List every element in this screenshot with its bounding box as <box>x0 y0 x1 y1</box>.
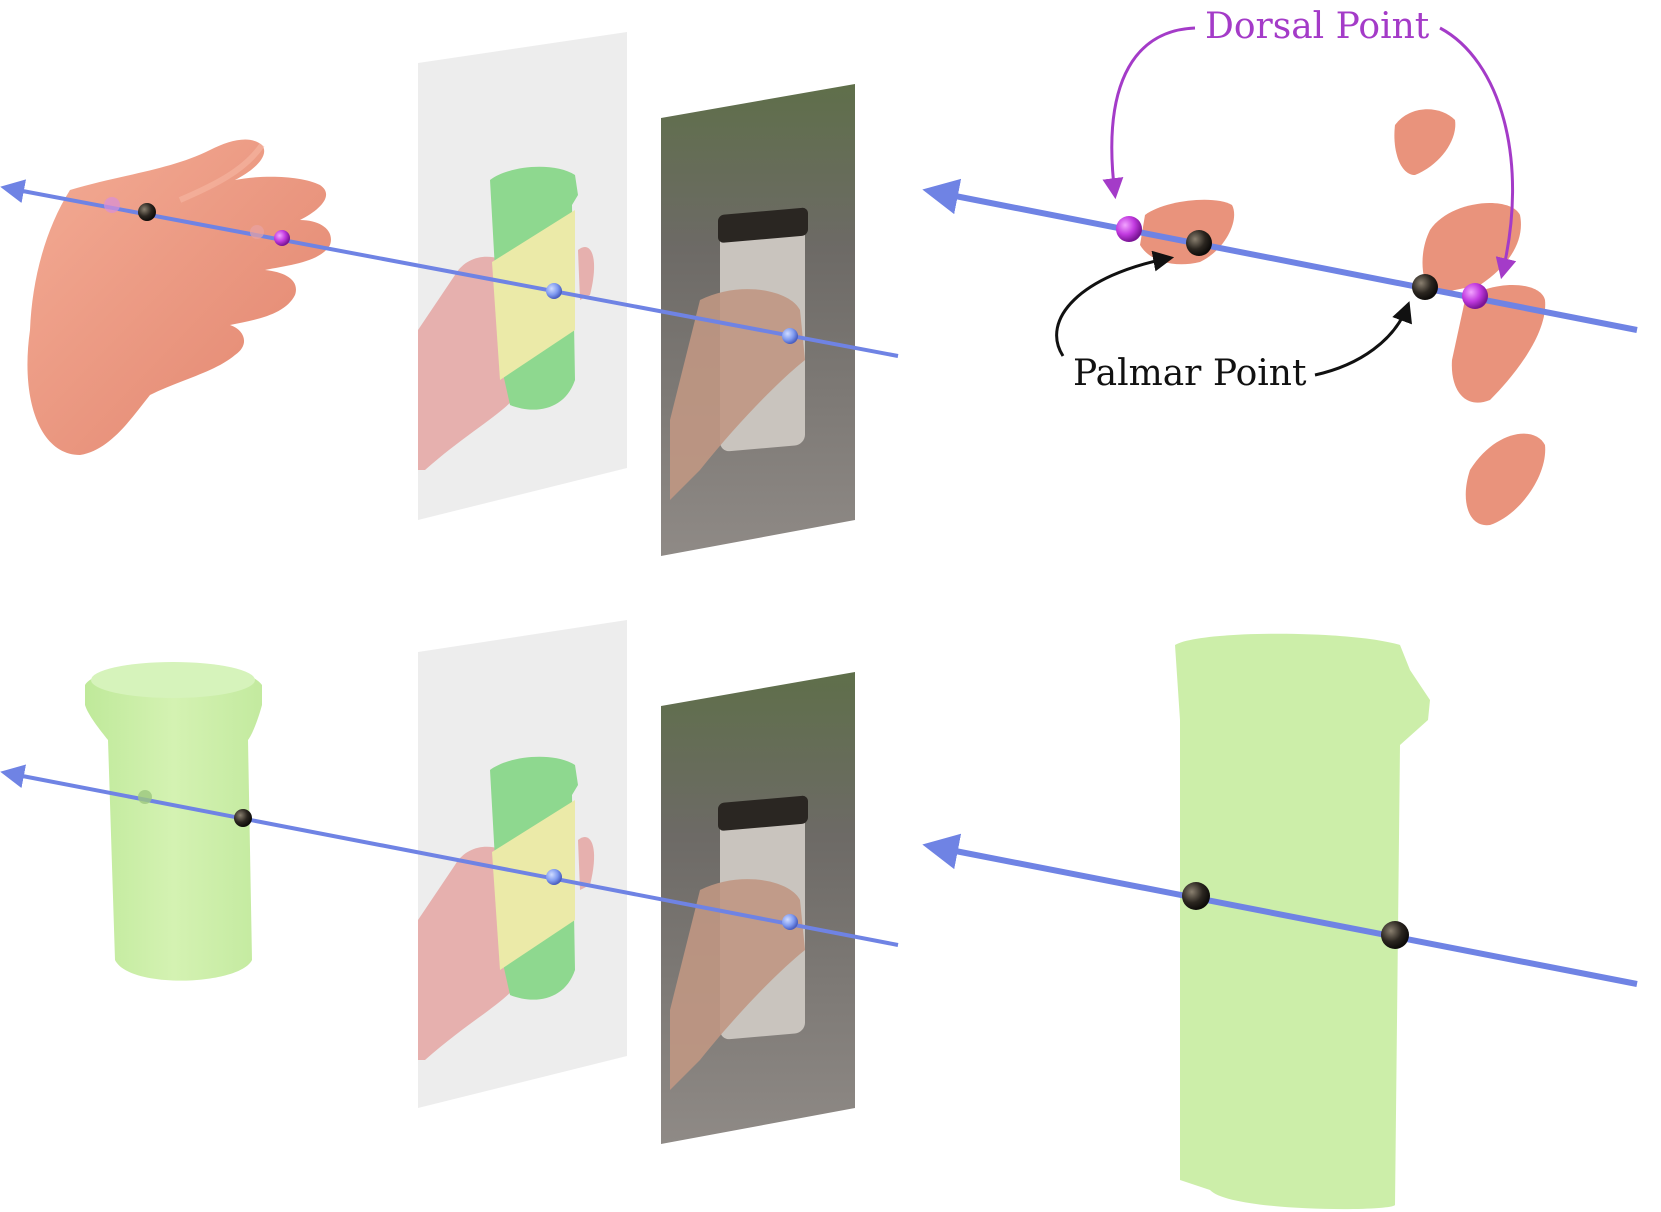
photo-ray-point-2 <box>782 914 798 930</box>
dorsal-arrow-left <box>1102 26 1196 200</box>
segmentation-mask-plane <box>418 32 627 520</box>
dorsal-point-zoom <box>1116 216 1142 242</box>
palmar-arrow-left <box>1055 250 1175 357</box>
camera-ray-2 <box>0 764 899 947</box>
input-photo-plane-2 <box>661 672 855 1144</box>
dorsal-point-label: Dorsal Point <box>1205 6 1430 47</box>
finger-segments <box>1140 109 1546 526</box>
mask-ray-point-2 <box>546 869 562 885</box>
bottom-row <box>0 620 1638 1210</box>
hand-3d-model <box>27 139 331 456</box>
palmar-arrow-right <box>1314 301 1412 377</box>
segmentation-mask-plane-2 <box>418 620 627 1108</box>
cup-3d-model <box>85 662 262 981</box>
palmar-point-label: Palmar Point <box>1073 353 1307 394</box>
cup-palmar-point-2 <box>1381 921 1409 949</box>
cup-back-point <box>234 809 252 827</box>
palmar-point-zoom <box>1186 230 1212 256</box>
dorsal-arrow-right <box>1439 26 1517 280</box>
top-row: Dorsal Point Palmar Point <box>0 6 1638 556</box>
mask-ray-point <box>546 283 562 299</box>
cup-front-point-hidden <box>138 790 152 804</box>
dorsal-point <box>274 230 290 246</box>
cup-palmar-point-1 <box>1182 882 1210 910</box>
camera-ray-zoom-2 <box>922 833 1638 987</box>
dorsal-point-hidden <box>104 197 120 213</box>
photo-ray-point <box>782 328 798 344</box>
dorsal-point-zoom-2 <box>1462 283 1488 309</box>
input-photo-plane <box>661 84 855 556</box>
camera-ray <box>0 179 899 358</box>
palmar-point-hidden <box>250 225 264 239</box>
palmar-point <box>138 203 156 221</box>
palmar-point-zoom-2 <box>1412 274 1438 300</box>
camera-ray-zoom <box>922 178 1638 333</box>
